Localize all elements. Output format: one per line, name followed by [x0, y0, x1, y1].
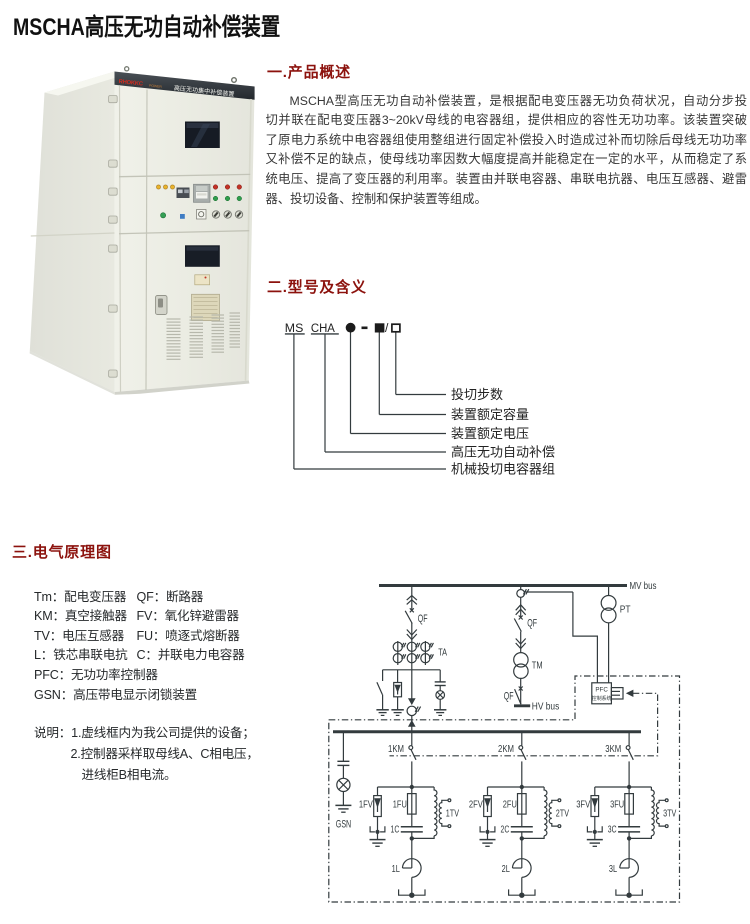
svg-text:PFC: PFC: [595, 687, 608, 694]
svg-text:3L: 3L: [609, 864, 618, 875]
svg-text:1FU: 1FU: [393, 800, 407, 811]
svg-text:1TV: 1TV: [446, 809, 460, 820]
svg-text:MS: MS: [285, 321, 304, 335]
svg-text:2L: 2L: [502, 864, 511, 875]
svg-text:PT: PT: [620, 605, 631, 616]
svg-text:MV bus: MV bus: [630, 581, 657, 592]
svg-text:QF: QF: [527, 618, 537, 630]
svg-text:2FU: 2FU: [503, 800, 517, 811]
svg-text:1FV: 1FV: [359, 800, 373, 811]
svg-text:投切步数: 投切步数: [451, 387, 503, 402]
svg-text:RHOKKC: RHOKKC: [118, 79, 144, 88]
svg-text:装置额定电压: 装置额定电压: [451, 426, 529, 441]
svg-text:CHA: CHA: [311, 321, 336, 335]
svg-text:HV bus: HV bus: [532, 701, 560, 712]
svg-text:TM: TM: [532, 660, 543, 671]
svg-text:1KM: 1KM: [388, 744, 404, 755]
svg-text:GSN: GSN: [336, 819, 351, 831]
svg-text:3TV: 3TV: [663, 809, 677, 820]
svg-text:1C: 1C: [391, 825, 400, 836]
svg-text:高压无功自动补偿: 高压无功自动补偿: [451, 445, 555, 460]
svg-text:2C: 2C: [501, 825, 510, 836]
svg-text:机械投切电容器组: 机械投切电容器组: [451, 462, 555, 477]
svg-text:2KM: 2KM: [498, 744, 514, 755]
svg-text:装置额定容量: 装置额定容量: [451, 407, 529, 422]
svg-text:3C: 3C: [608, 825, 617, 836]
svg-text:控制系统: 控制系统: [592, 695, 612, 702]
svg-text:TA: TA: [438, 648, 447, 659]
svg-text:2FV: 2FV: [469, 800, 483, 811]
svg-text:3FU: 3FU: [610, 800, 624, 811]
svg-text:3KM: 3KM: [605, 744, 621, 755]
svg-text:POWER: POWER: [149, 84, 163, 89]
svg-text:2TV: 2TV: [556, 809, 570, 820]
svg-text:3FV: 3FV: [576, 800, 590, 811]
svg-text:/: /: [385, 321, 389, 335]
svg-text:QF: QF: [418, 613, 428, 625]
svg-text:1L: 1L: [392, 864, 401, 875]
svg-text:QF: QF: [504, 691, 514, 703]
